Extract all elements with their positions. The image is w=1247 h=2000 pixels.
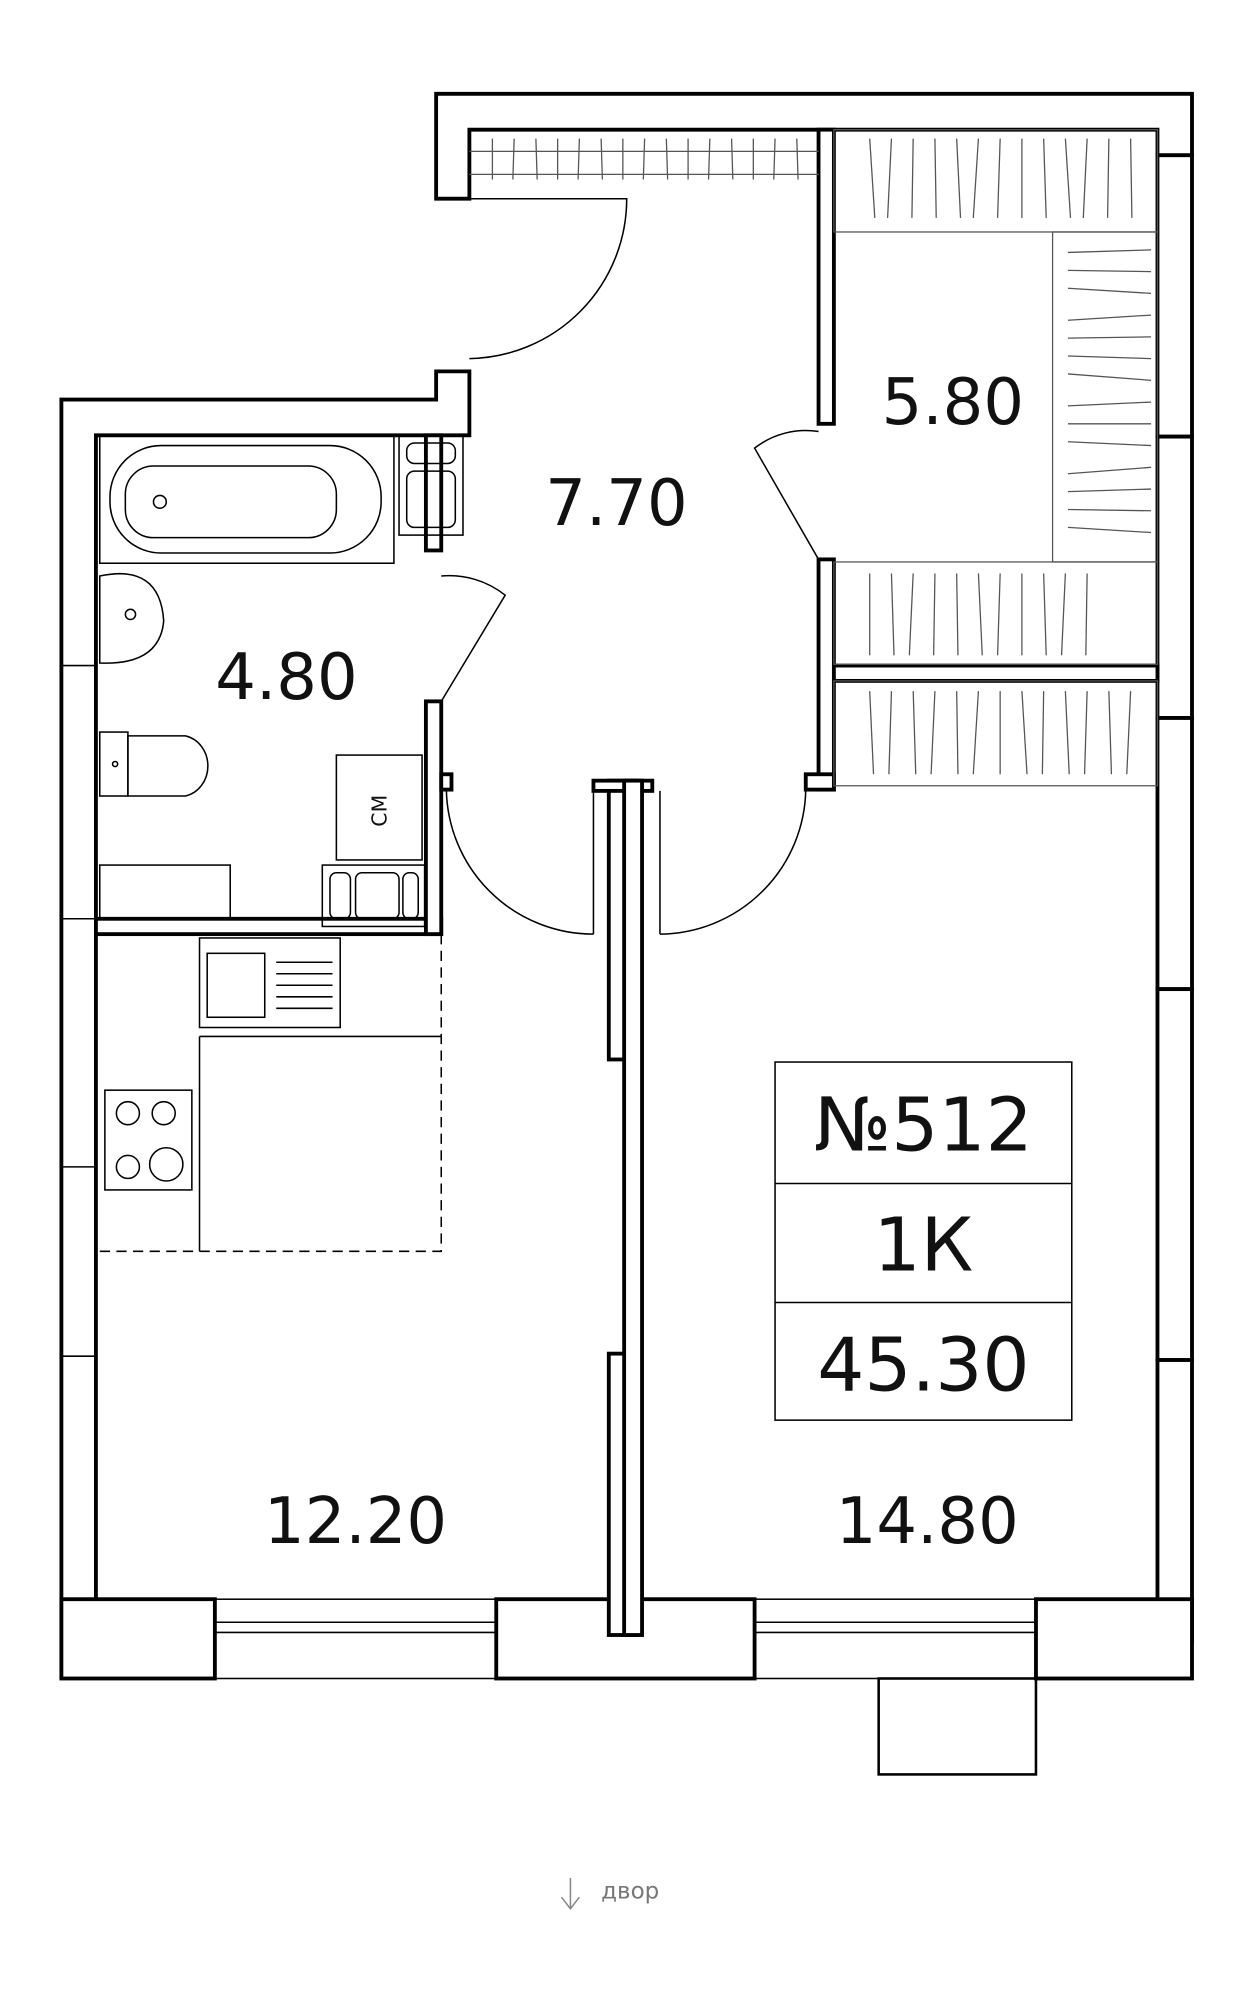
sink <box>98 434 464 664</box>
apartment-type: 1К <box>873 1203 973 1289</box>
shelf-hatch-line <box>1067 287 1152 295</box>
shelf-hatch-line <box>1021 691 1028 775</box>
kitchen-fixtures <box>99 934 443 1253</box>
room-area-bathroom: 4.80 <box>215 641 357 715</box>
shelf-hatch-line <box>956 138 962 218</box>
shelf-hatch-line <box>1067 508 1152 512</box>
orientation-marker: двор <box>560 1878 659 1910</box>
shelf-hatch-line <box>577 138 581 180</box>
shelf-hatch-line <box>956 691 959 775</box>
bathroom-door <box>440 574 507 702</box>
wardrobe-shelves <box>469 129 1159 787</box>
bathroom-fixtures: СМ <box>98 434 464 928</box>
shelf-hatch-line <box>1067 466 1152 475</box>
shelf-hatch-line <box>1126 691 1132 775</box>
shelf-hatch-line <box>796 138 799 180</box>
shelf-hatch-line <box>869 138 876 218</box>
shelf-hatch-line <box>1067 441 1152 447</box>
kitchen-door <box>445 789 595 935</box>
shelf-hatch-line <box>888 691 893 775</box>
shelf-hatch-line <box>535 138 538 180</box>
shelf-hatch-line <box>912 691 917 775</box>
shelf-hatch-line <box>972 138 980 218</box>
shelf-hatch-line <box>1067 355 1152 360</box>
toilet <box>98 731 209 797</box>
apartment-total-area: 45.30 <box>817 1323 1029 1409</box>
room-area-wardrobe: 5.80 <box>882 366 1024 440</box>
entrance-door <box>469 197 628 360</box>
room-area-hall: 7.70 <box>545 467 687 541</box>
shelf-hatch-line <box>1060 573 1067 656</box>
shelf-hatch-line <box>1064 691 1070 775</box>
window-bedroom <box>753 1598 1037 1680</box>
shelf-hatch-line <box>890 573 895 656</box>
shelf-hatch-line <box>1067 269 1152 273</box>
shelf-hatch-line <box>600 138 604 180</box>
shelf-hatch-line <box>1067 488 1152 493</box>
shelf-hatch-line <box>1067 526 1152 534</box>
shelf-hatch-line <box>1067 373 1152 381</box>
shelf-hatch-line <box>886 138 893 218</box>
apartment-number: №512 <box>814 1082 1033 1168</box>
shelf-hatch-line <box>642 138 646 180</box>
shelf-hatch-line <box>1129 138 1133 218</box>
wardrobe-door <box>753 429 820 560</box>
shelf-hatch-line <box>977 573 983 656</box>
shelf-hatch-line <box>1106 138 1110 218</box>
arrow-down-icon <box>560 1878 580 1910</box>
washing-machine: СМ <box>335 754 423 861</box>
shelf-hatch-line <box>1041 691 1045 775</box>
apartment-label: №512 1К 45.30 <box>774 1061 1073 1421</box>
shelf-hatch-line <box>930 691 936 775</box>
shelf-hatch-line <box>933 573 936 656</box>
shelf-hatch-line <box>1108 691 1113 775</box>
shelf-hatch-line <box>1064 138 1072 218</box>
window-kitchen <box>214 1598 498 1680</box>
doors <box>440 197 820 935</box>
shelf-hatch-line <box>1067 401 1152 407</box>
shelf-hatch-line <box>773 138 776 180</box>
shelf-hatch-line <box>1083 691 1088 775</box>
shelf-hatch-line <box>665 138 669 180</box>
shelf-hatch-line <box>1043 573 1047 656</box>
shelf-hatch-line <box>972 691 980 775</box>
shelf-hatch-line <box>1082 138 1088 218</box>
shelf-hatch-line <box>1067 314 1152 321</box>
room-area-bedroom: 14.80 <box>836 1485 1019 1559</box>
shelf-hatch-line <box>512 138 515 180</box>
shelf-hatch-line <box>1067 336 1152 339</box>
shelf-hatch-line <box>1067 249 1152 254</box>
shelf-hatch-line <box>707 138 711 180</box>
bedroom-door <box>659 789 807 935</box>
room-area-kitchen: 12.20 <box>264 1485 447 1559</box>
walls <box>59 91 1194 1776</box>
shelf-hatch-line <box>1085 573 1088 656</box>
shelf-hatch-line <box>956 573 959 656</box>
washer-label: СМ <box>367 795 391 827</box>
shelf-hatch-line <box>730 138 734 180</box>
shelf-hatch-line <box>996 138 1001 218</box>
bathtub <box>98 434 395 564</box>
shelf-hatch-line <box>869 691 875 775</box>
shelf-hatch-line <box>934 138 937 218</box>
shelf-hatch-line <box>911 138 914 218</box>
orientation-label: двор <box>601 1878 659 1904</box>
shelf-hatch-line <box>1043 138 1047 218</box>
shelf-hatch-line <box>996 573 1001 656</box>
shelf-hatch-line <box>908 573 914 656</box>
balcony <box>877 1677 1038 1776</box>
